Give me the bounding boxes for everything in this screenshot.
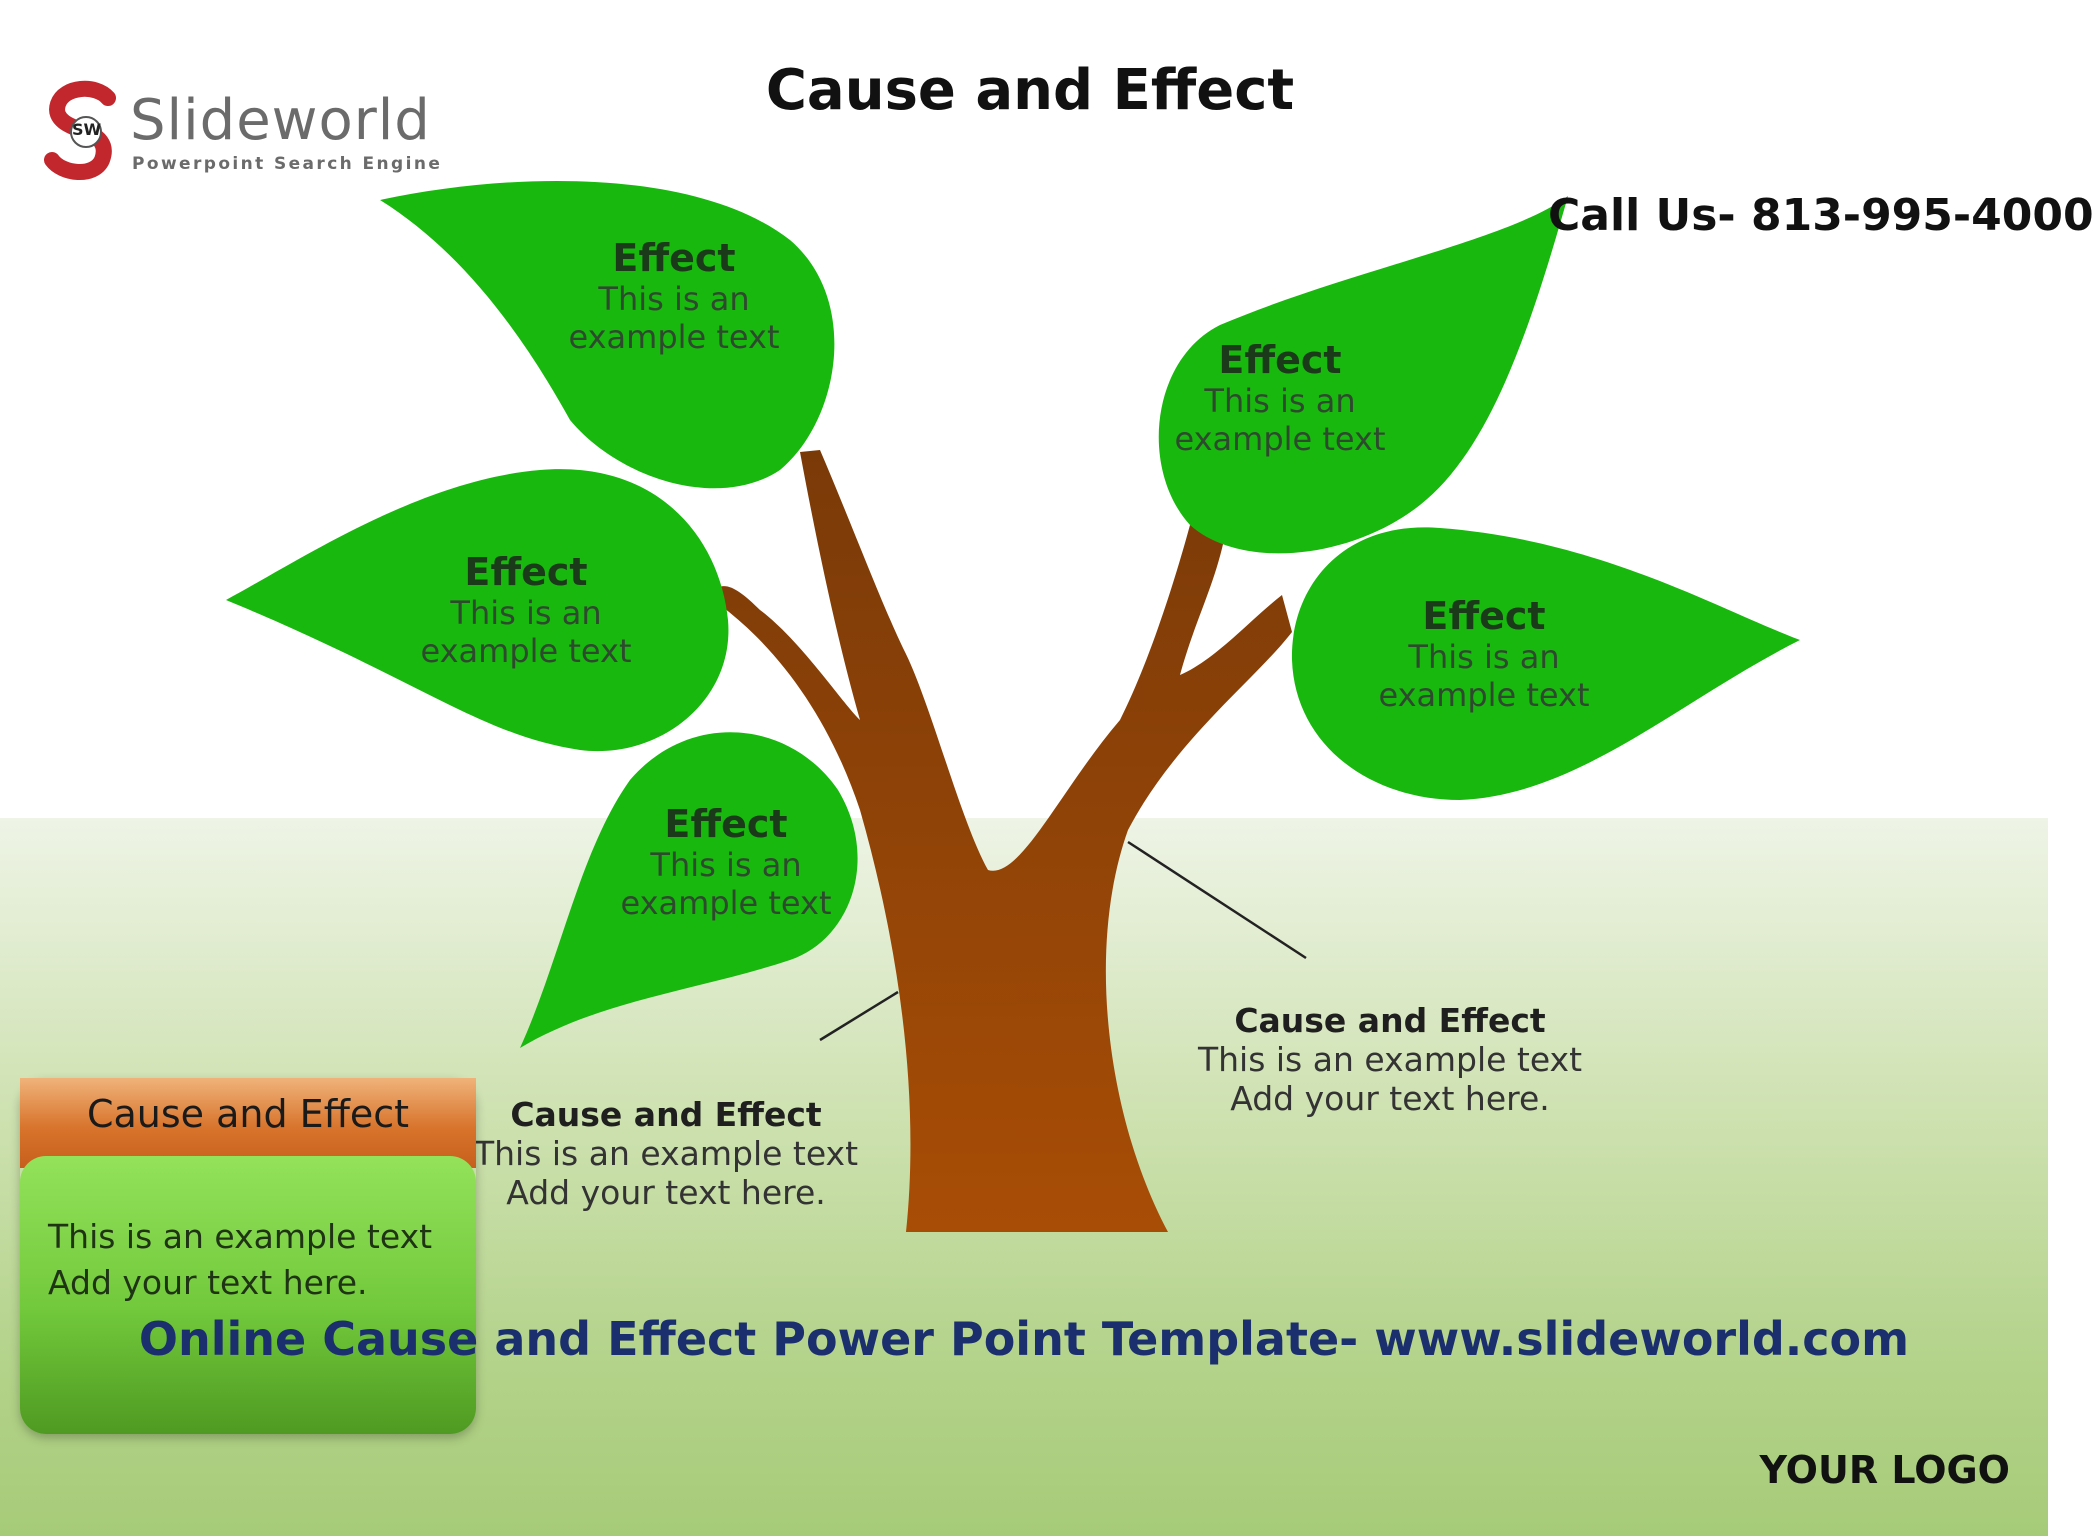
effect-text: This is an: [650, 845, 802, 884]
leaf-lower-left: [520, 732, 858, 1048]
leaf-middle-right: [1291, 527, 1800, 800]
cause-heading: Cause and Effect: [1234, 1001, 1546, 1040]
effect-heading: Effect: [664, 802, 788, 846]
leaf-middle-left: [226, 469, 729, 752]
pointer-line-left: [819, 990, 899, 1042]
effect-heading: Effect: [464, 550, 588, 594]
effect-text: example text: [1378, 675, 1590, 714]
effect-heading: Effect: [1218, 338, 1342, 382]
box-body: [20, 1156, 476, 1434]
box-text: This is an example text Add your text he…: [48, 1214, 432, 1306]
cause-text: This is an example text: [1197, 1039, 1583, 1079]
leaf-top-left: [380, 180, 835, 489]
tree-trunk: [715, 450, 1292, 1232]
logo-name: Slideworld: [130, 88, 431, 153]
slide-title: Cause and Effect: [765, 58, 1295, 123]
effect-heading: Effect: [612, 236, 736, 280]
slideworld-s-icon: [44, 80, 116, 181]
pointer-line-right: [1127, 840, 1307, 960]
effect-text: This is an: [450, 593, 602, 632]
cause-label: Cause and Effect This is an example text…: [1190, 1001, 1590, 1119]
effect-label: Effect This is an example text: [544, 236, 804, 356]
cause-heading: Cause and Effect: [510, 1095, 822, 1134]
effect-text: This is an: [598, 279, 750, 318]
cause-text: This is an example text: [473, 1133, 859, 1173]
box-header: [20, 1078, 476, 1168]
effect-label: Effect This is an example text: [1354, 594, 1614, 714]
effect-text: example text: [568, 317, 780, 356]
effect-text: This is an: [1408, 637, 1560, 676]
effect-text: example text: [420, 631, 632, 670]
effect-heading: Effect: [1422, 594, 1546, 638]
leaf-top-right: [1158, 196, 1568, 554]
effect-text: example text: [620, 883, 832, 922]
cause-label: Cause and Effect This is an example text…: [466, 1095, 866, 1213]
footer-text: Online Cause and Effect Power Point Temp…: [138, 1312, 1910, 1366]
effect-text: This is an: [1204, 381, 1356, 420]
effect-text: example text: [1174, 419, 1386, 458]
effect-label: Effect This is an example text: [396, 550, 656, 670]
call-us-text: Call Us- 813-995-4000: [1548, 190, 2094, 241]
box-title: Cause and Effect: [86, 1092, 410, 1136]
logo-tagline: Powerpoint Search Engine: [132, 154, 443, 174]
effect-label: Effect This is an example text: [1150, 338, 1410, 458]
cause-effect-box: Cause and Effect This is an example text…: [20, 1078, 476, 1434]
slideworld-logo: SW Slideworld Powerpoint Search Engine: [44, 80, 476, 182]
box-text-line: Add your text here.: [48, 1263, 368, 1303]
cause-text: Add your text here.: [506, 1172, 826, 1212]
box-text-line: This is an example text: [48, 1217, 433, 1256]
logo-mark: SW: [72, 120, 102, 139]
your-logo-text: YOUR LOGO: [1759, 1448, 2010, 1492]
tree-diagram: [226, 180, 1800, 1232]
effect-label: Effect This is an example text: [596, 802, 856, 922]
cause-text: Add your text here.: [1230, 1078, 1550, 1118]
